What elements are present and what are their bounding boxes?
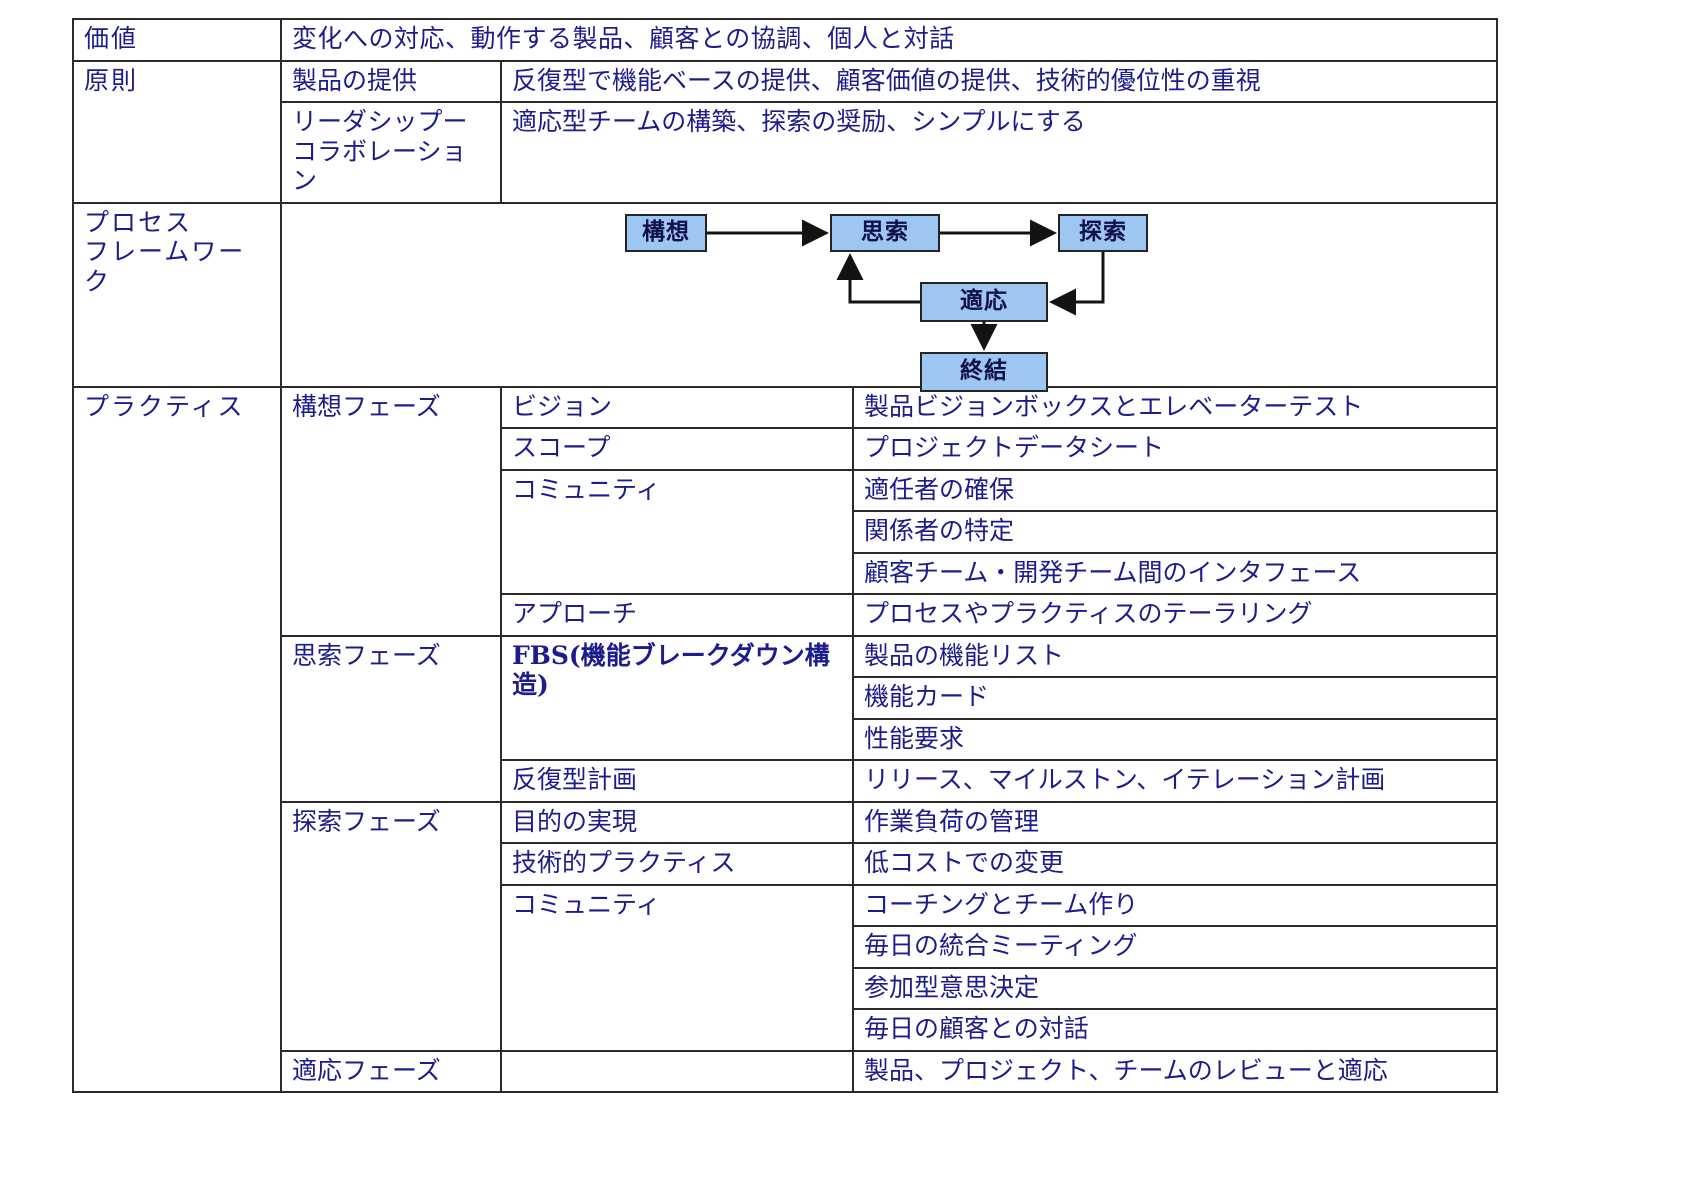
flow-node-envision: 構想	[625, 213, 707, 252]
category-pf-line3: ク	[84, 266, 112, 296]
table-row: スコーププロジェクトデータシート	[73, 427, 1499, 471]
table-row: 反復型計画リリース、マイルストン、イテレーション計画	[73, 759, 1499, 803]
table-row-principle-1: 原則 製品の提供 反復型で機能ベースの提供、顧客価値の提供、技術的優位性の重視	[72, 59, 1499, 204]
process-framework-diagram-cell: 構想 思索 探索適応終結	[279, 201, 1499, 392]
practice-topic: 反復型計画	[500, 759, 854, 803]
practice-detail: 関係者の特定	[851, 510, 1499, 554]
practice-topic: 目的の実現	[500, 800, 854, 844]
category-pf-line1: プロセス	[84, 207, 193, 237]
table-row: コミュニティ適任者の確保	[73, 468, 1499, 595]
table-row: 適応フェーズ 製品、プロジェクト、チームのレビューと適応	[73, 1049, 1499, 1093]
agile-framework-table: 価値 変化への対応、動作する製品、顧客との協調、個人と対話 原則 製品の提供 反…	[72, 18, 1499, 1093]
table-row: 毎日の顧客との対話	[73, 1008, 1499, 1052]
practice-detail: 性能要求	[851, 717, 1499, 761]
principle-topic-1: 製品の提供	[280, 59, 502, 103]
flow-edge	[836, 252, 920, 303]
table-row: 関係者の特定	[73, 510, 1499, 554]
principle-topic-2-line2: コラボレーション	[292, 136, 467, 196]
flow-node-adapt: 適応	[920, 281, 1048, 322]
practice-topic: コミュニティ	[500, 883, 854, 1052]
table-row: 参加型意思決定	[73, 966, 1499, 1010]
principle-topic-2-line1: リーダシップー	[292, 107, 468, 136]
table-row: 性能要求	[73, 717, 1499, 761]
flow-edge	[1049, 251, 1105, 315]
practice-detail: 低コストでの変更	[851, 842, 1499, 886]
table-row: コミュニティコーチングとチーム作り	[73, 883, 1499, 1052]
category-pf-line2: フレームワー	[84, 237, 246, 266]
principle-detail-1: 反復型で機能ベースの提供、顧客価値の提供、技術的優位性の重視	[499, 59, 1499, 103]
practice-detail: 毎日の顧客との対話	[851, 1008, 1499, 1052]
practice-detail: 毎日の統合ミーティング	[851, 925, 1499, 969]
practice-phase-label: 適応フェーズ	[280, 1049, 502, 1093]
category-practices: プラクティス	[72, 385, 282, 1093]
principle-detail-2: 適応型チームの構築、探索の奨励、シンプルにする	[499, 101, 1499, 204]
practice-detail: 作業負荷の管理	[851, 800, 1499, 844]
table-row-process-framework: プロセス フレームワー ク 構想思	[72, 201, 1499, 392]
practice-detail: 製品、プロジェクト、チームのレビューと適応	[851, 1049, 1499, 1093]
practice-detail: リリース、マイルストン、イテレーション計画	[851, 759, 1499, 803]
practice-phase-label: 探索フェーズ	[280, 800, 502, 1052]
table-row: アプローチプロセスやプラクティスのテーラリング	[73, 593, 1499, 637]
table-row: 技術的プラクティス低コストでの変更	[73, 842, 1499, 886]
process-flow-diagram: 構想 思索 探索適応終結	[282, 204, 1496, 392]
table-row: 探索フェーズ目的の実現作業負荷の管理	[73, 800, 1499, 1052]
table-row: 機能カード	[73, 676, 1499, 720]
practice-topic: コミュニティ	[500, 468, 854, 595]
practice-phase-label: 思索フェーズ	[280, 634, 502, 803]
practice-detail: 参加型意思決定	[851, 966, 1499, 1010]
table-row: 顧客チーム・開発チーム間のインタフェース	[73, 551, 1499, 595]
flow-node-speculate: 思索	[830, 213, 940, 252]
category-process-framework: プロセス フレームワー ク	[72, 201, 282, 388]
category-values: 価値	[72, 18, 282, 62]
practice-detail: 顧客チーム・開発チーム間のインタフェース	[851, 551, 1499, 595]
principle-topic-2: リーダシップー コラボレーション	[280, 101, 502, 204]
practice-phase-label: 構想フェーズ	[280, 385, 502, 637]
table-row: 毎日の統合ミーティング	[73, 925, 1499, 969]
values-text: 変化への対応、動作する製品、顧客との協調、個人と対話	[279, 18, 1499, 62]
practice-detail: プロジェクトデータシート	[851, 427, 1499, 471]
practice-topic: ビジョン	[500, 385, 854, 429]
practice-detail: コーチングとチーム作り	[851, 883, 1499, 927]
practice-detail: 製品の機能リスト	[851, 634, 1499, 678]
practice-detail: 製品ビジョンボックスとエレベーターテスト	[851, 385, 1499, 429]
practice-topic	[500, 1049, 854, 1093]
flow-node-close: 終結	[920, 351, 1048, 392]
table-row-principle-2: リーダシップー コラボレーション 適応型チームの構築、探索の奨励、シンプルにする	[73, 101, 1499, 204]
practice-topic: アプローチ	[500, 593, 854, 637]
table-row-values: 価値 変化への対応、動作する製品、顧客との協調、個人と対話	[72, 18, 1499, 62]
flow-node-explore: 探索	[1058, 213, 1148, 252]
practice-detail: 適任者の確保	[851, 468, 1499, 512]
flow-connectors	[707, 219, 1105, 351]
practice-detail: プロセスやプラクティスのテーラリング	[851, 593, 1499, 637]
table-row: プラクティス構想フェーズビジョン製品ビジョンボックスとエレベーターテスト	[72, 385, 1499, 1093]
practice-topic: スコープ	[500, 427, 854, 471]
category-principles: 原則	[72, 59, 282, 204]
practice-topic: 技術的プラクティス	[500, 842, 854, 886]
practice-topic: FBS(機能ブレークダウン構造)	[500, 634, 854, 761]
practice-detail: 機能カード	[851, 676, 1499, 720]
